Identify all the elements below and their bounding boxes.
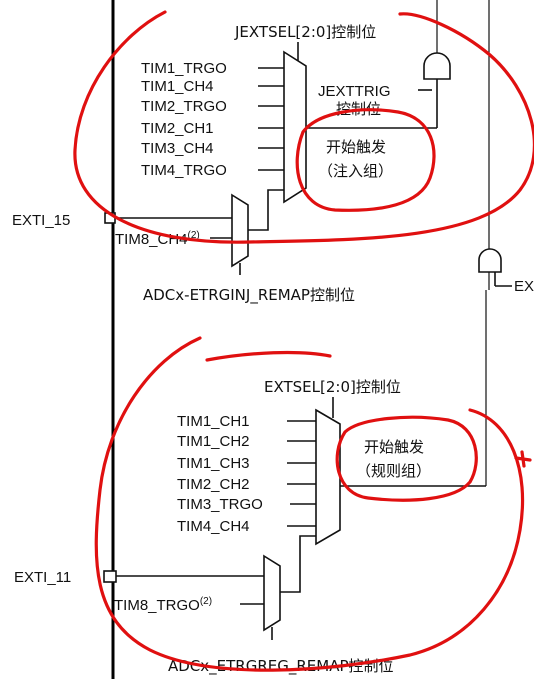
regular-input-label: TIM3_TRGO: [177, 496, 263, 513]
annotation-circle-regular: [94, 336, 525, 672]
annotation-circle-injected-trigger: [295, 108, 436, 212]
injected-input-label: TIM2_TRGO: [141, 98, 227, 115]
annotation-circle-regular-trigger: [335, 415, 478, 502]
tim8-ch4-note: (2): [188, 230, 200, 241]
injected-input-label: TIM4_TRGO: [141, 162, 227, 179]
injected-start-trigger-group: （注入组）: [318, 162, 393, 180]
regular-input-label: TIM1_CH3: [177, 455, 250, 472]
annotation-mark: [514, 450, 532, 468]
injected-inputs: TIM1_TRGO TIM1_CH4 TIM2_TRGO TIM2_CH1 TI…: [141, 60, 284, 179]
tim8-ch4-text: TIM8_CH4: [115, 231, 188, 248]
injected-start-trigger-label: 开始触发: [326, 138, 386, 156]
injected-remap-label: ADCx-ETRGINJ_REMAP控制位: [143, 286, 355, 305]
annotation-stroke: [205, 350, 332, 362]
regular-remap-label: ADCx_ETRGREG_REMAP控制位: [168, 657, 394, 676]
tim8-trgo-text: TIM8_TRGO: [114, 597, 200, 614]
extsel-label: EXTSEL[2:0]控制位: [264, 378, 401, 396]
exti11-pin: [103, 570, 117, 583]
jextsel-label: JEXTSEL[2:0]控制位: [234, 23, 376, 41]
injected-input-label: TIM1_CH4: [141, 78, 214, 95]
injected-remap-mux: [231, 193, 249, 268]
regular-input-label: TIM1_CH1: [177, 413, 250, 430]
regular-start-trigger-label: 开始触发: [364, 438, 424, 456]
regular-input-label: TIM4_CH4: [177, 518, 250, 535]
regular-input-label: TIM2_CH2: [177, 476, 250, 493]
regular-remap-output-line: [280, 535, 316, 593]
tim8-trgo-note: (2): [200, 596, 212, 607]
regular-start-trigger-group: （规则组）: [356, 462, 431, 480]
injected-mux: [283, 50, 307, 204]
tim8-trgo-label: TIM8_TRGO(2): [114, 596, 212, 614]
regular-mux: [315, 408, 341, 546]
exti15-label: EXTI_15: [12, 212, 70, 229]
injected-input-label: TIM1_TRGO: [141, 60, 227, 77]
jexttrig-and-gate: [423, 52, 451, 80]
regular-remap-mux: [263, 554, 281, 632]
exti11-label: EXTI_11: [14, 569, 71, 586]
jexttrig-label: JEXTTRIG: [318, 83, 391, 100]
regular-input-label: TIM1_CH2: [177, 433, 250, 450]
injected-input-label: TIM3_CH4: [141, 140, 214, 157]
regular-inputs: TIM1_CH1 TIM1_CH2 TIM1_CH3 TIM2_CH2 TIM3…: [177, 413, 316, 535]
injected-input-label: TIM2_CH1: [141, 120, 214, 137]
remap-mux-output-line: [248, 189, 284, 231]
right-edge-label: EX: [514, 278, 534, 295]
annotation-circle-injected: [73, 10, 534, 244]
regular-and-gate: [478, 248, 502, 273]
